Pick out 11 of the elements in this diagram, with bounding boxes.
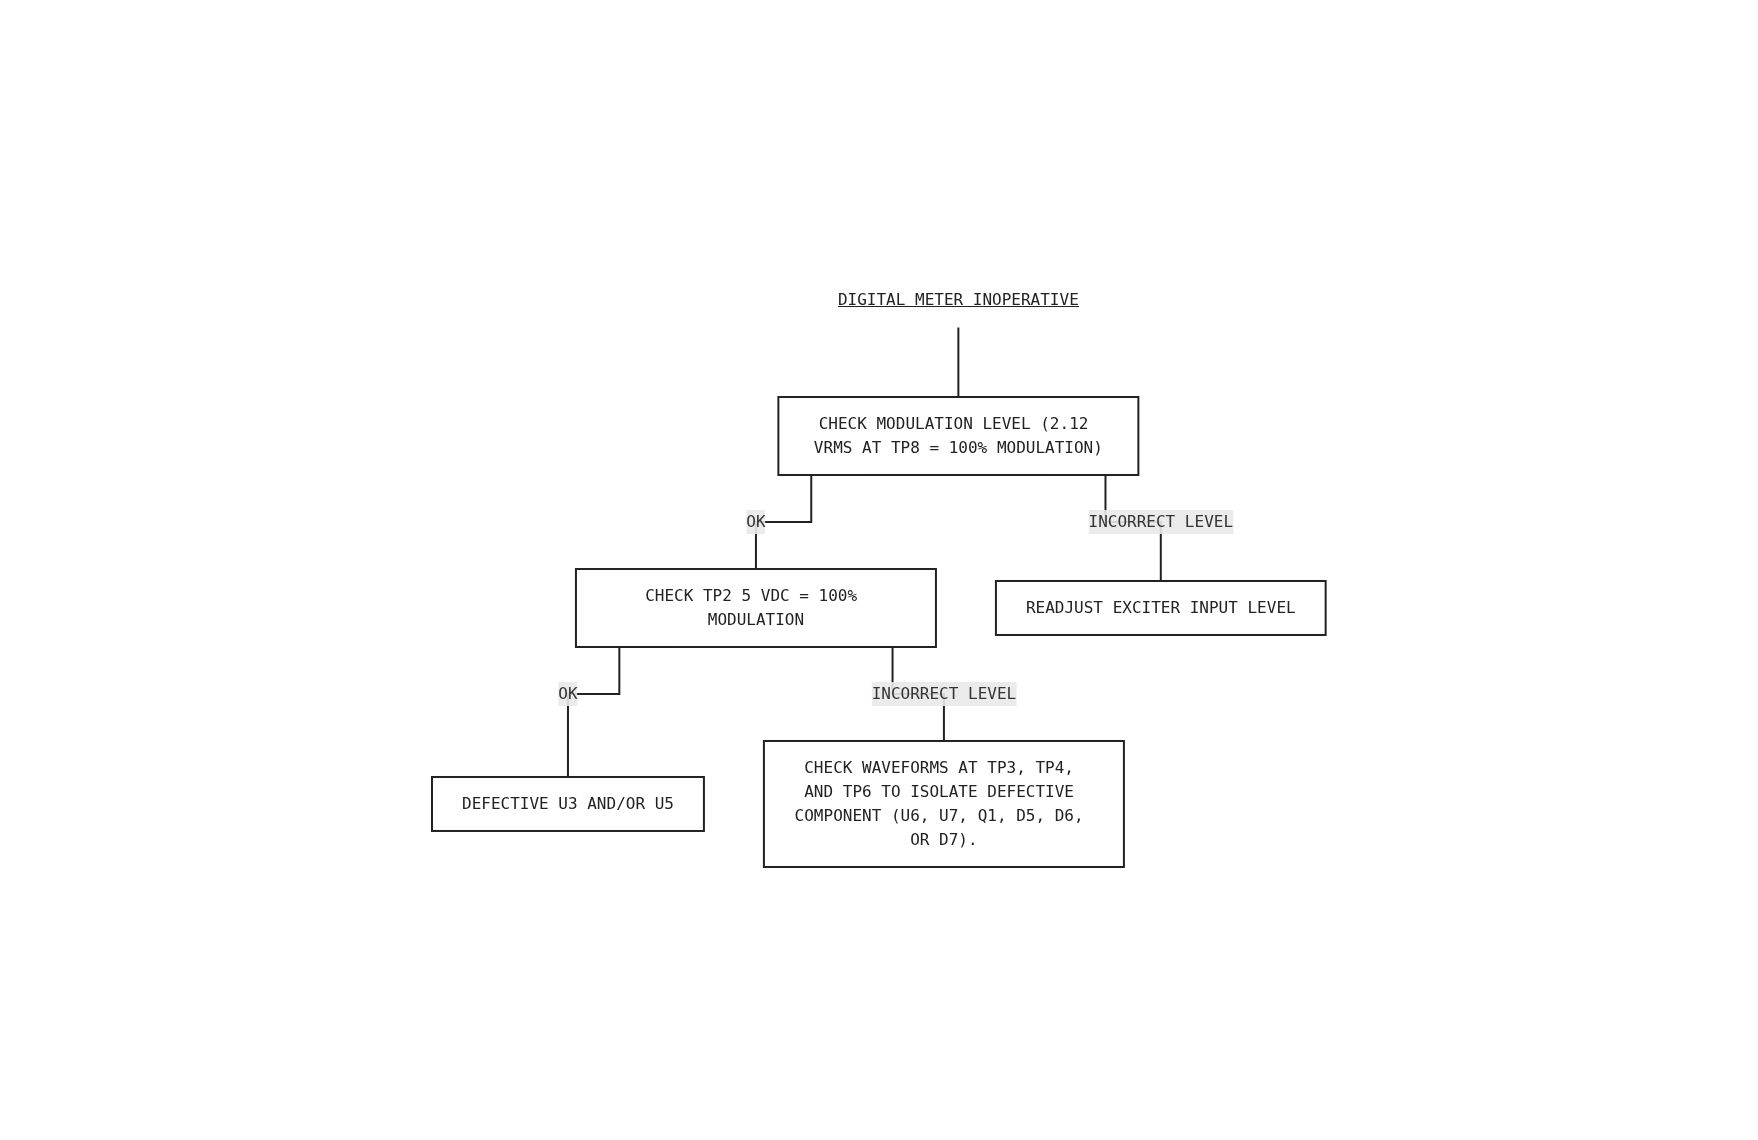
node-box: CHECK MODULATION LEVEL (2.12 VRMS AT TP8 = 100% MODULATION) bbox=[777, 396, 1140, 476]
node-box: CHECK WAVEFORMS AT TP3, TP4, AND TP6 TO ISOLATE DEFECTIVE COMPONENT (U6, U7, Q1, D5, D6, OR D7). bbox=[763, 740, 1126, 868]
edge-label: INCORRECT LEVEL bbox=[1088, 511, 1234, 531]
edge-label: OK bbox=[746, 511, 766, 531]
connector bbox=[957, 326, 960, 398]
node-box: DEFECTIVE U3 AND/OR U5 bbox=[431, 776, 706, 832]
edge-label: OK bbox=[558, 683, 578, 703]
edge-label: INCORRECT LEVEL bbox=[871, 683, 1017, 703]
node-box: CHECK TP2 5 VDC = 100% MODULATION bbox=[575, 568, 938, 648]
node-box: READJUST EXCITER INPUT LEVEL bbox=[995, 580, 1327, 636]
node-text: DIGITAL METER INOPERATIVE bbox=[838, 290, 1079, 309]
